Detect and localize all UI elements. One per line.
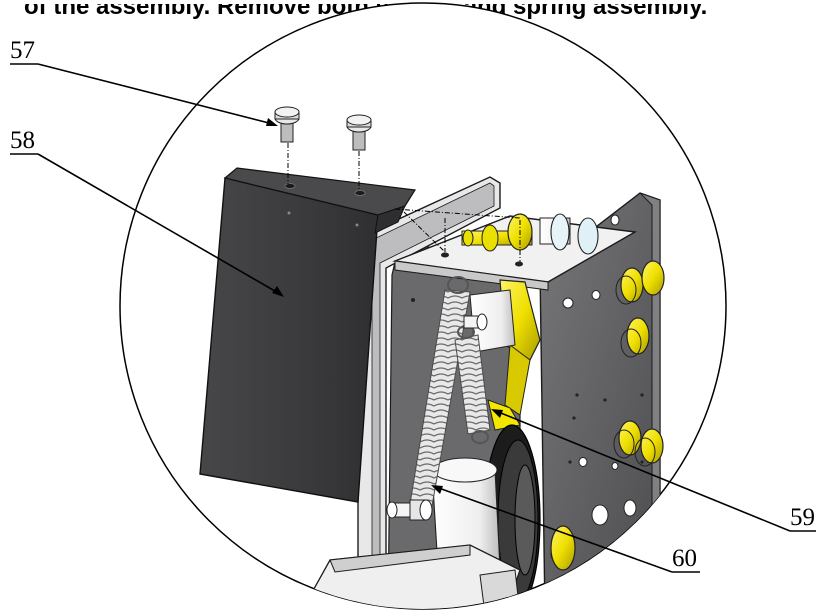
cover-plate	[199, 167, 417, 503]
yellow-bushings	[550, 260, 665, 571]
lower-roller	[431, 457, 501, 575]
screws	[274, 106, 372, 151]
callout-57: 57	[10, 37, 278, 126]
callout-label-60: 60	[672, 545, 697, 572]
top-shaft-assembly	[461, 213, 599, 255]
pulley-wheel	[483, 424, 541, 609]
short-spring	[454, 325, 491, 444]
callout-label-59: 59	[790, 504, 815, 531]
callout-59: 59	[491, 409, 816, 532]
assembly-axes	[287, 143, 521, 262]
callout-58: 58	[10, 127, 284, 297]
spring-pins	[386, 313, 488, 521]
callout-60: 60	[431, 485, 700, 573]
callout-label-58: 58	[10, 127, 35, 154]
callout-label-57: 57	[10, 37, 35, 64]
